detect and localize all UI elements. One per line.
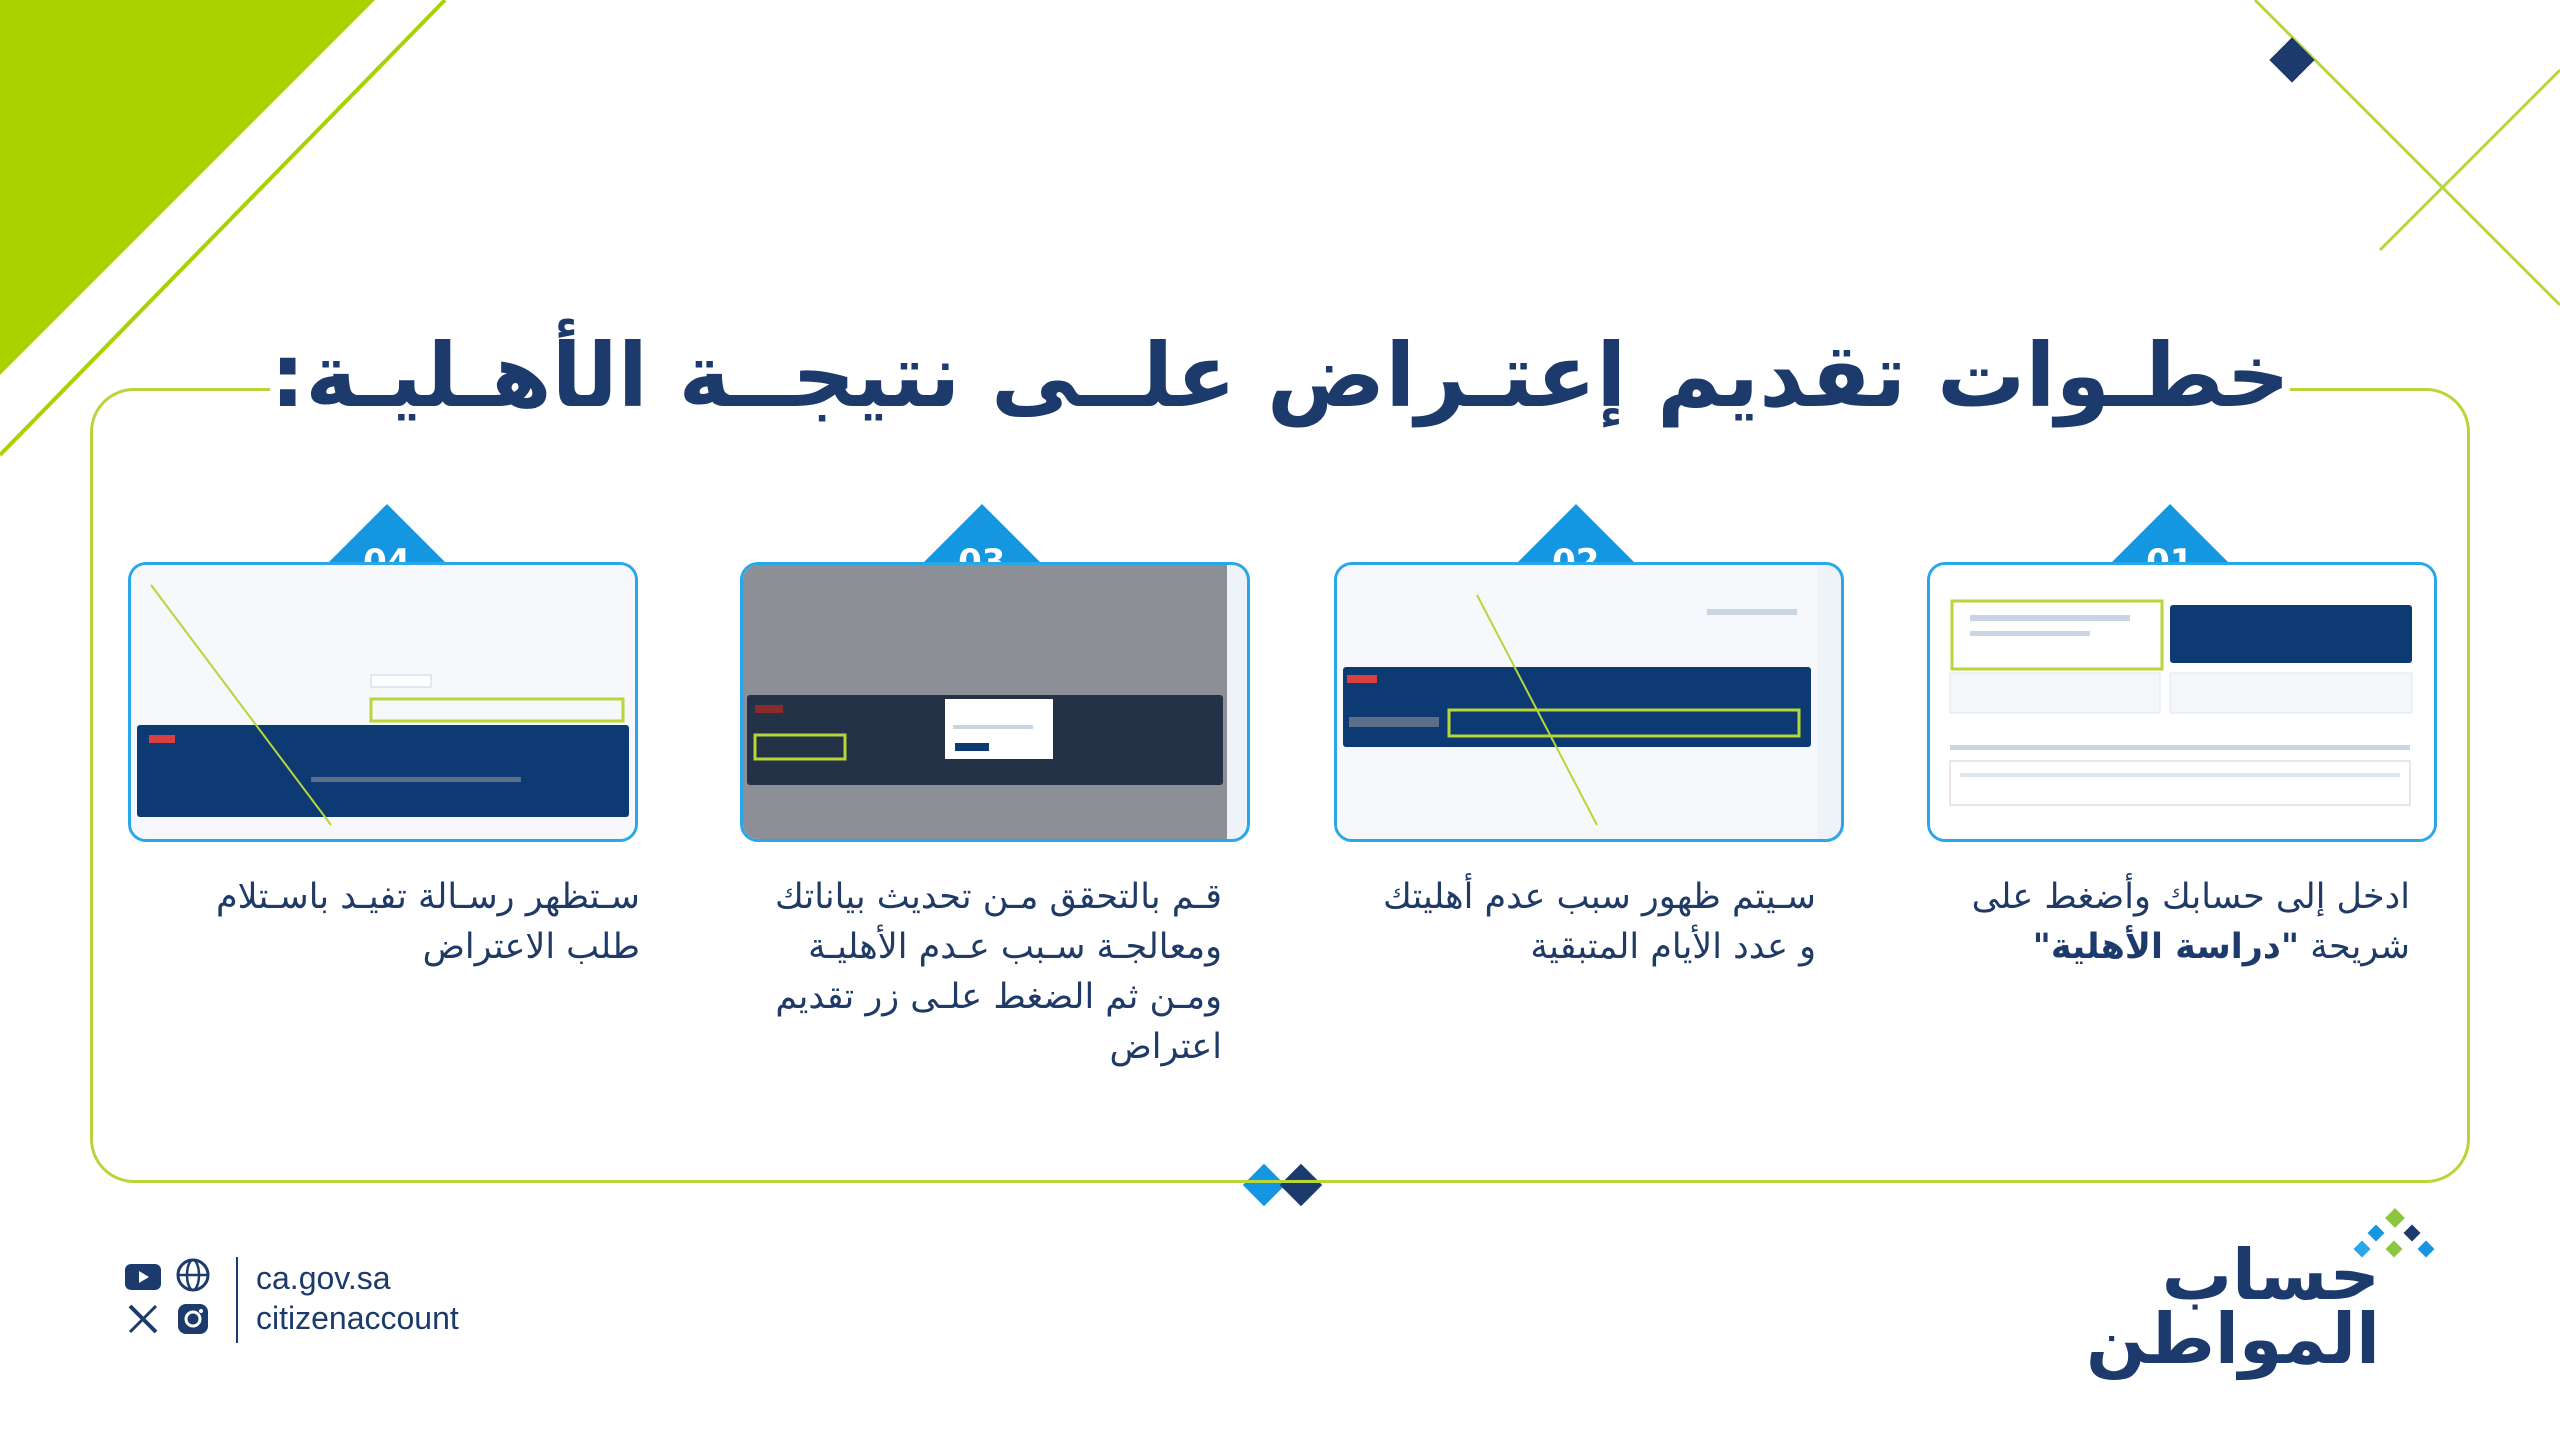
step-text-03: قـم بالتحقق مـن تحديث بياناتك ومعالجـة س… bbox=[775, 877, 1222, 1067]
step-text-02: سـيتم ظهور سبب عدم أهليتك و عدد الأيام ا… bbox=[1382, 877, 1816, 967]
x-icon[interactable] bbox=[124, 1300, 162, 1338]
step-screenshot-02 bbox=[1337, 565, 1817, 839]
step-screenshot-03 bbox=[743, 565, 1227, 839]
step-screenshot-04 bbox=[131, 565, 635, 839]
globe-icon[interactable] bbox=[174, 1256, 212, 1294]
youtube-icon[interactable] bbox=[124, 1258, 162, 1296]
logo-text: حساب المواطن bbox=[2085, 1234, 2380, 1380]
highlight-label: "دراسة الأهلية" bbox=[2032, 927, 2300, 967]
handle-link[interactable]: citizenaccount bbox=[256, 1300, 459, 1336]
step-card-04 bbox=[128, 562, 638, 842]
title-band: خطـوات تقديم إعتـراض علــى نتيجــة الأهـ… bbox=[270, 300, 2290, 450]
step-text-04: سـتظهر رسـالة تفيـد باسـتلام طلب الاعترا… bbox=[216, 877, 640, 967]
step-card-01 bbox=[1927, 562, 2437, 842]
step-card-03 bbox=[740, 562, 1250, 842]
footer-links: ca.gov.sa citizenaccount bbox=[256, 1258, 459, 1338]
website-link[interactable]: ca.gov.sa bbox=[256, 1260, 391, 1296]
instagram-icon[interactable] bbox=[174, 1300, 212, 1338]
step-card-02 bbox=[1334, 562, 1844, 842]
logo: حساب المواطن bbox=[2086, 1205, 2440, 1374]
footer-separator bbox=[236, 1257, 238, 1343]
page-title: خطـوات تقديم إعتـراض علــى نتيجــة الأهـ… bbox=[270, 323, 2290, 427]
step-text-01: ادخل إلى حسابك وأضغط على شريحة "دراسة ال… bbox=[1971, 877, 2410, 967]
logo-mark-icon bbox=[2353, 1208, 2435, 1258]
social-icons bbox=[120, 1256, 220, 1346]
step-screenshot-01 bbox=[1930, 565, 2434, 839]
